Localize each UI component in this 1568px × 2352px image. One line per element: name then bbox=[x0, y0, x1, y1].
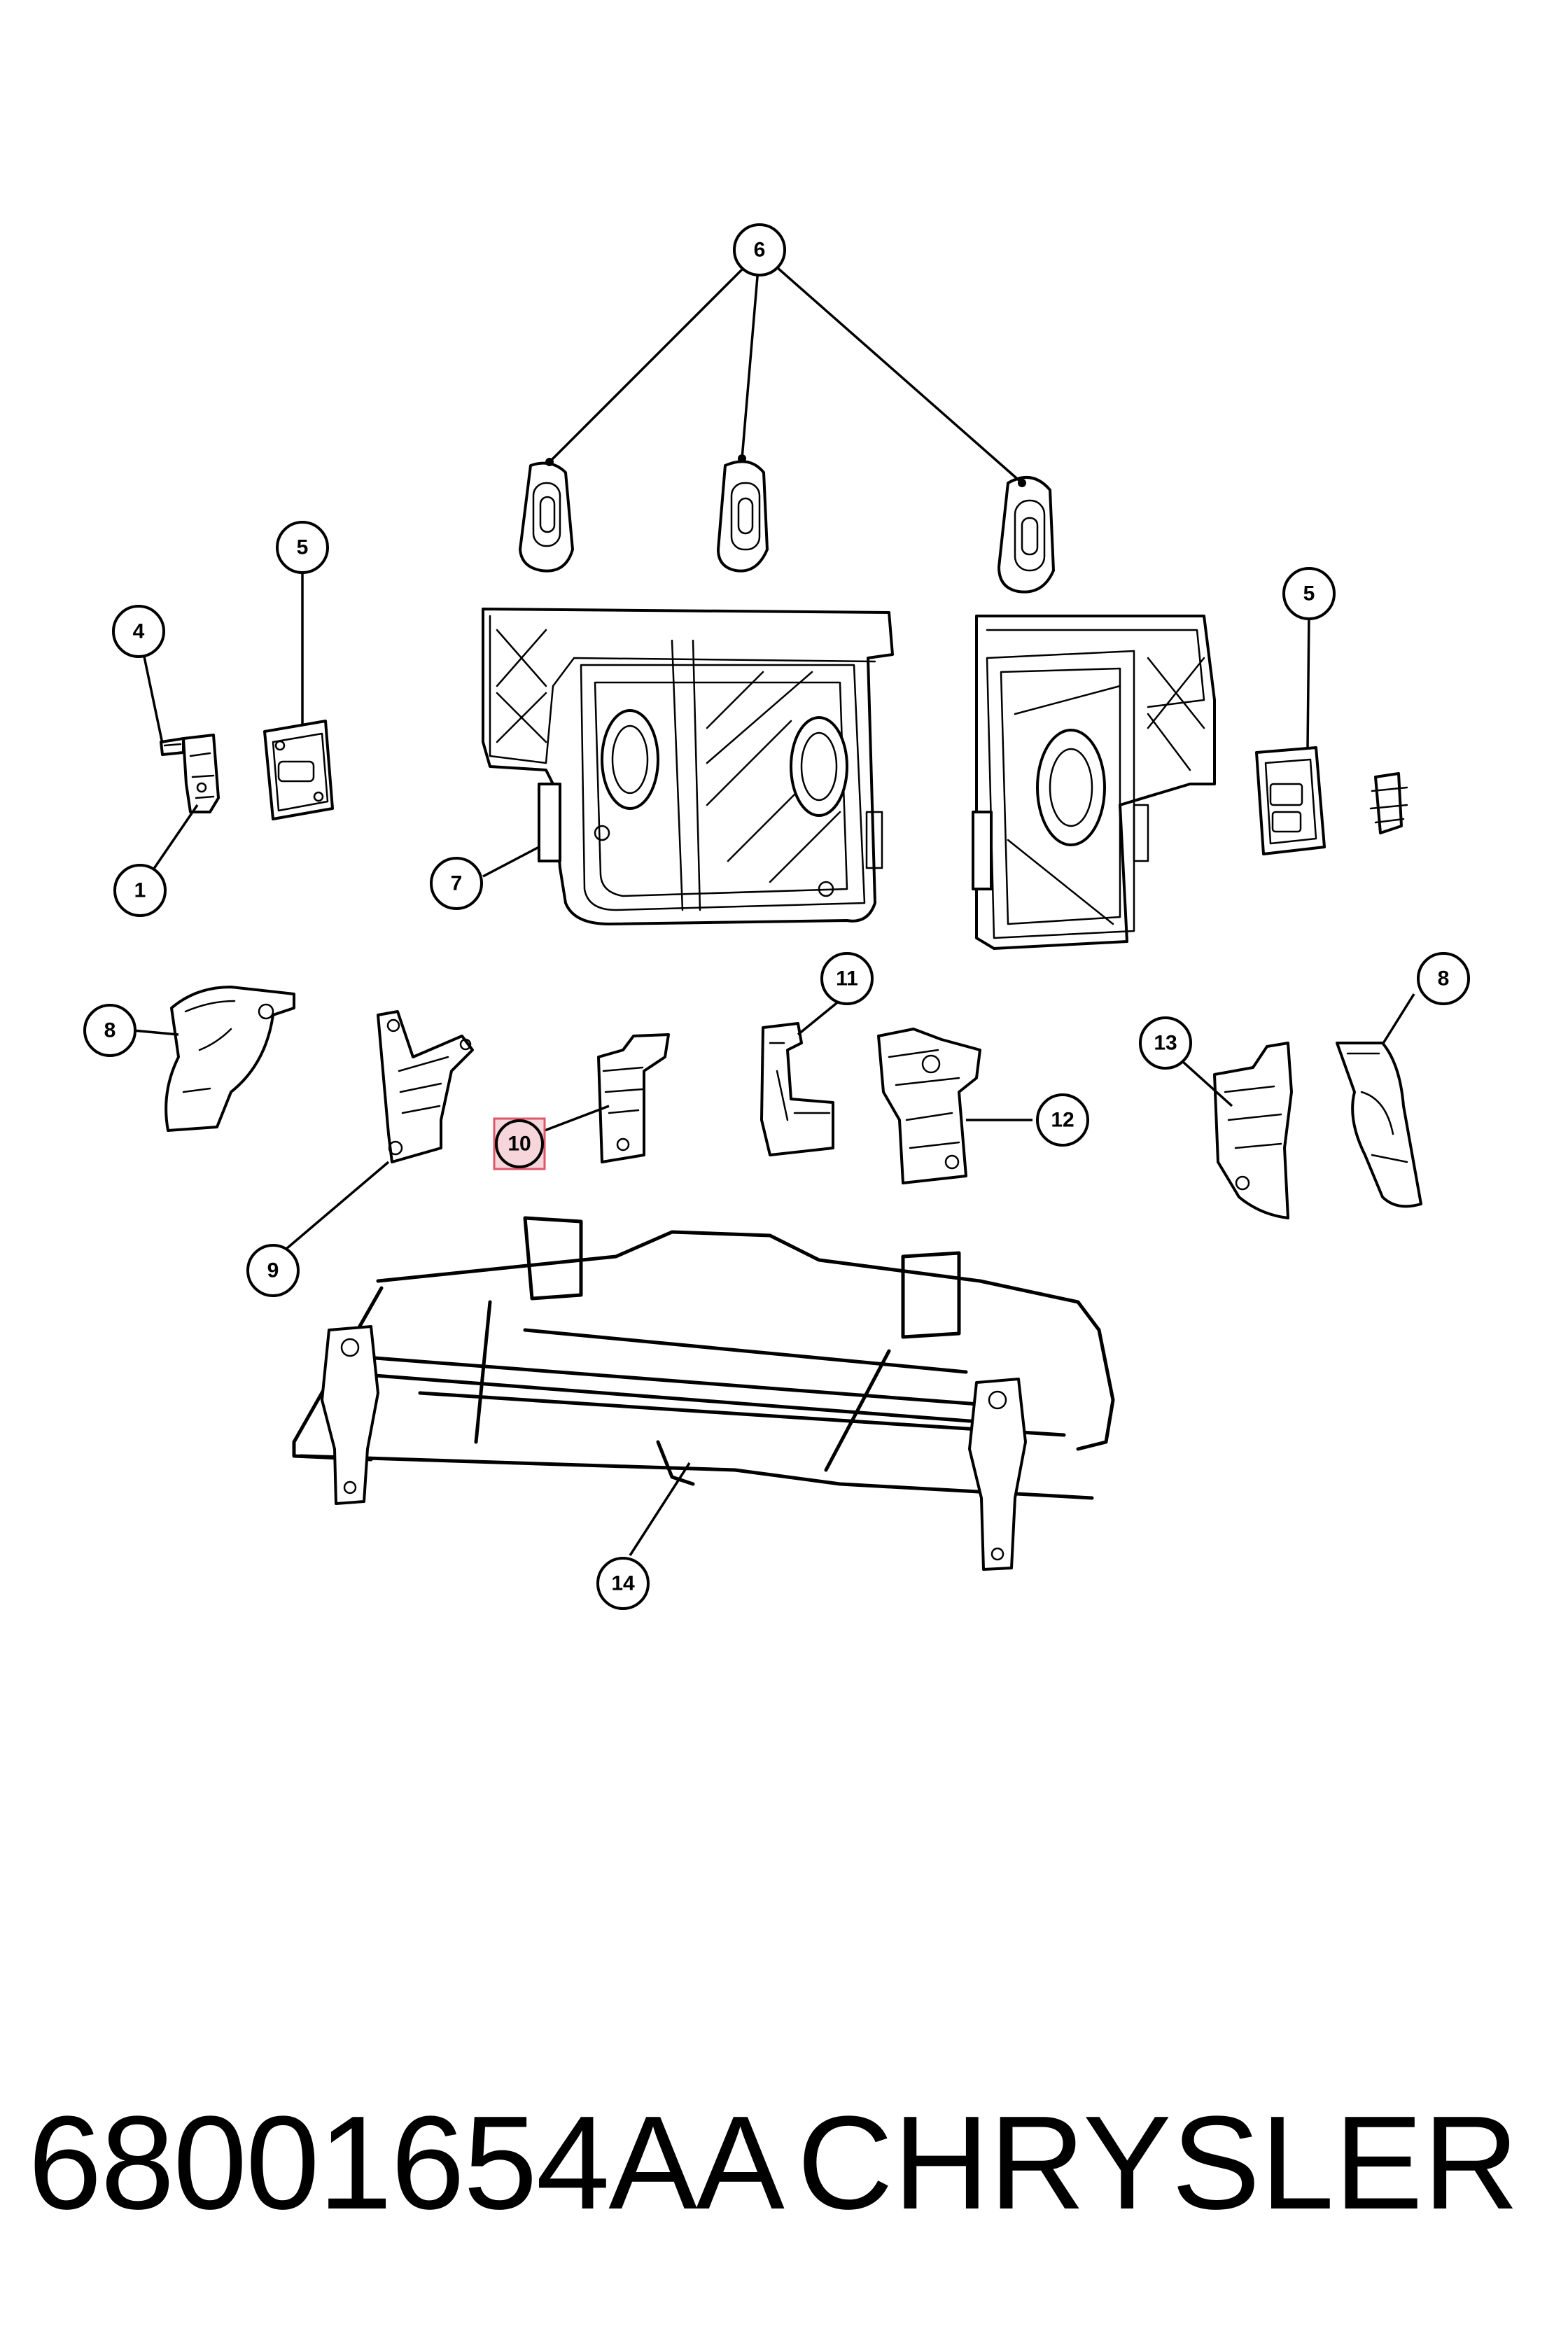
part-8-trim-left bbox=[164, 986, 295, 1132]
callout-8-right[interactable]: 8 bbox=[1417, 952, 1470, 1005]
callout-14-label: 14 bbox=[611, 1572, 635, 1595]
callout-13-label: 13 bbox=[1154, 1032, 1177, 1055]
callout-8-left-label: 8 bbox=[104, 1019, 116, 1042]
footer: 68001654AA CHRYSLER bbox=[0, 2072, 1568, 2254]
part-14-seat-frame bbox=[292, 1216, 1115, 1571]
part-1-latch-right bbox=[1369, 772, 1408, 834]
part-5-cover-right bbox=[1255, 746, 1326, 855]
callout-12-label: 12 bbox=[1051, 1109, 1074, 1132]
callout-10-label: 10 bbox=[507, 1133, 531, 1156]
part-10-bracket bbox=[597, 1033, 670, 1163]
part-11-bracket bbox=[760, 1022, 834, 1156]
callout-1[interactable]: 1 bbox=[113, 864, 167, 917]
callout-10-highlighted[interactable]: 10 bbox=[493, 1117, 546, 1170]
grommet-middle bbox=[717, 460, 769, 573]
callout-8-left[interactable]: 8 bbox=[83, 1004, 136, 1057]
callout-4-label: 4 bbox=[133, 620, 145, 643]
grommet-right bbox=[997, 476, 1055, 594]
part-8-trim-right bbox=[1336, 1042, 1422, 1208]
frame-mount-right bbox=[968, 1378, 1027, 1571]
part-number: 68001654AA bbox=[28, 2089, 785, 2237]
callout-7-label: 7 bbox=[451, 872, 463, 895]
callout-6[interactable]: 6 bbox=[733, 223, 786, 276]
part-7-seatback-right-panel bbox=[972, 615, 1216, 950]
callout-9-label: 9 bbox=[267, 1259, 279, 1282]
part-4-clip bbox=[160, 737, 185, 756]
part-6-grommets bbox=[519, 460, 1055, 594]
callout-8-right-label: 8 bbox=[1438, 967, 1450, 990]
callout-5-right[interactable]: 5 bbox=[1282, 567, 1336, 620]
grommet-left bbox=[519, 461, 574, 573]
part-7-seatback-left-panel bbox=[482, 608, 894, 925]
callout-7[interactable]: 7 bbox=[430, 857, 483, 910]
callout-5-left[interactable]: 5 bbox=[276, 521, 329, 574]
brand-name: CHRYSLER bbox=[797, 2089, 1519, 2237]
callout-11[interactable]: 11 bbox=[820, 952, 874, 1005]
part-5-cover-left bbox=[263, 720, 334, 820]
callout-11-label: 11 bbox=[836, 967, 858, 990]
part-1-latch bbox=[182, 734, 220, 813]
part-13-recliner-right bbox=[1213, 1042, 1293, 1219]
callout-1-label: 1 bbox=[134, 879, 146, 902]
leader-lines bbox=[132, 251, 1415, 1556]
callout-5-right-label: 5 bbox=[1303, 582, 1315, 606]
callout-5-left-label: 5 bbox=[297, 536, 309, 559]
frame-mount-left bbox=[321, 1325, 379, 1505]
callout-9[interactable]: 9 bbox=[246, 1244, 300, 1297]
part-9-hinge-bracket bbox=[377, 1010, 474, 1163]
callout-6-label: 6 bbox=[754, 239, 766, 262]
part-12-recliner bbox=[877, 1028, 981, 1184]
callout-13[interactable]: 13 bbox=[1139, 1016, 1192, 1070]
callout-4[interactable]: 4 bbox=[112, 605, 165, 658]
callout-14[interactable]: 14 bbox=[596, 1557, 650, 1610]
callout-12[interactable]: 12 bbox=[1036, 1093, 1089, 1147]
